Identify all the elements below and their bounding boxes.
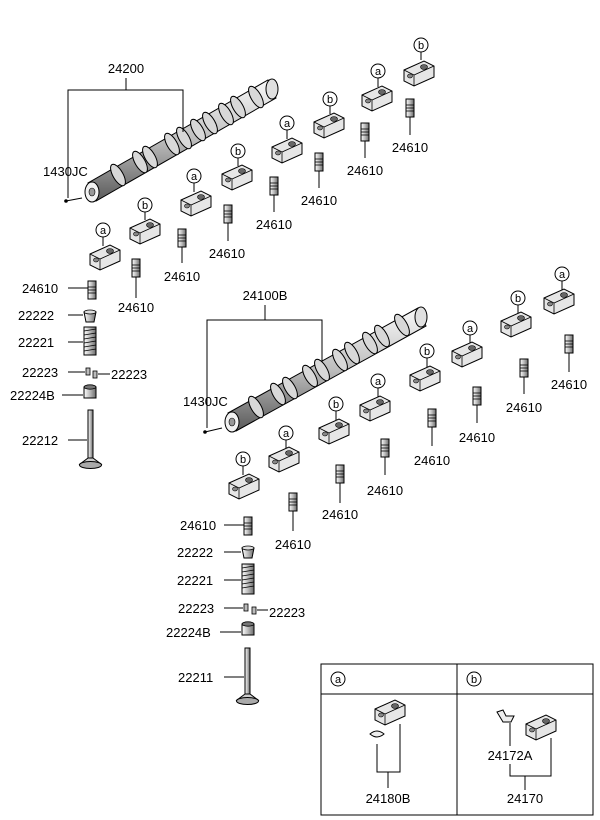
upper-rocker-label-8: 24610 [392, 140, 428, 155]
legend-b-clip [496, 709, 515, 723]
callout-b: b [515, 293, 521, 305]
lower-camshaft [224, 306, 428, 433]
upper-rocker-group-3: a 24610 [164, 168, 212, 284]
legend-a-label: 24180B [366, 791, 411, 806]
lower-rocker-group-7: b 24610 [500, 290, 542, 415]
lower-camshaft-label: 24100B [243, 288, 288, 303]
lower-keepers [243, 603, 257, 615]
lower-spring [241, 563, 255, 595]
upper-rocker-group-5: a 24610 [256, 115, 303, 232]
upper-seal [83, 384, 97, 399]
upper-spring [83, 326, 97, 356]
legend-box: a b 24180B 24172A 24170 [320, 663, 594, 816]
callout-a: a [375, 376, 382, 388]
upper-retainer-label: 22222 [18, 308, 54, 323]
lower-keeper-right-label: 22223 [269, 605, 305, 620]
lower-rocker-label-1: 24610 [180, 518, 216, 533]
callout-b: b [240, 454, 246, 466]
upper-camshaft-label: 24200 [108, 61, 144, 76]
lower-rocker-group-4: a 24610 [359, 373, 403, 498]
callout-b: b [235, 146, 241, 158]
lower-plug [203, 427, 223, 434]
upper-valve-label: 22212 [22, 433, 58, 448]
lower-rocker-label-5: 24610 [414, 453, 450, 468]
lower-rocker-label-4: 24610 [367, 483, 403, 498]
upper-seal-label: 22224B [10, 388, 55, 403]
lower-valve-label: 22211 [178, 670, 213, 685]
upper-rocker-label-7: 24610 [347, 163, 383, 178]
lower-plug-label: 1430JC [183, 394, 228, 409]
lower-rocker-label-7: 24610 [506, 400, 542, 415]
legend-callout-b: b [471, 674, 477, 686]
lower-rocker-group-1: b 24610 [180, 451, 260, 536]
upper-keeper-right-label: 22223 [111, 367, 147, 382]
lower-rocker-group-8: a 24610 [543, 266, 587, 392]
upper-keeper-left-label: 22223 [22, 365, 58, 380]
lower-spring-label: 22221 [177, 573, 213, 588]
lower-valve [235, 647, 260, 705]
upper-rocker-group-1: a 24610 [22, 222, 121, 300]
callout-b: b [418, 40, 424, 52]
callout-b: b [424, 346, 430, 358]
upper-rocker-label-2: 24610 [118, 300, 154, 315]
callout-a: a [467, 323, 474, 335]
upper-valve-stack: 22222 22221 22223 22223 22224B [10, 308, 147, 469]
callout-a: a [100, 225, 107, 237]
legend-a-clip [369, 730, 385, 738]
lower-rocker-group-3: b 24610 [318, 396, 358, 522]
lower-rocker-group-6: a 24610 [451, 320, 495, 445]
upper-spring-label: 22221 [18, 335, 54, 350]
upper-plug [64, 197, 83, 203]
upper-rocker-group-6: b 24610 [301, 91, 345, 208]
upper-rocker-group-7: a 24610 [347, 63, 393, 178]
upper-keepers [85, 367, 98, 379]
callout-a: a [375, 66, 382, 78]
upper-rocker-group-2: b 24610 [118, 197, 161, 315]
lower-rocker-group-2: a 24610 [268, 425, 311, 552]
upper-rocker-label-5: 24610 [256, 217, 292, 232]
upper-rocker-label-3: 24610 [164, 269, 200, 284]
callout-a: a [559, 269, 566, 281]
upper-rocker-label-4: 24610 [209, 246, 245, 261]
legend-b-outer-label: 24170 [507, 791, 543, 806]
upper-rocker-label-1: 24610 [22, 281, 58, 296]
upper-rocker-group-8: b 24610 [392, 37, 435, 155]
upper-valve [78, 409, 103, 469]
lower-rocker-label-3: 24610 [322, 507, 358, 522]
callout-a: a [284, 118, 291, 130]
upper-retainer [83, 309, 97, 323]
upper-camshaft [84, 78, 279, 203]
upper-rocker-group-4: b 24610 [209, 143, 253, 261]
callout-a: a [283, 428, 290, 440]
callout-b: b [142, 200, 148, 212]
lower-keeper-left-label: 22223 [178, 601, 214, 616]
lower-rocker-label-6: 24610 [459, 430, 495, 445]
lower-rocker-label-2: 24610 [275, 537, 311, 552]
lower-seal [241, 621, 255, 636]
lower-rocker-label-8: 24610 [551, 377, 587, 392]
legend-callout-a: a [335, 674, 342, 686]
upper-plug-label: 1430JC [43, 164, 88, 179]
lower-retainer [241, 545, 255, 559]
lower-seal-label: 22224B [166, 625, 211, 640]
upper-rocker-label-6: 24610 [301, 193, 337, 208]
callout-b: b [333, 399, 339, 411]
lower-retainer-label: 22222 [177, 545, 213, 560]
lower-valve-stack: 22222 22221 22223 22223 22224B [166, 545, 305, 705]
legend-b-inner-label: 24172A [488, 748, 533, 763]
callout-b: b [327, 94, 333, 106]
callout-a: a [191, 171, 198, 183]
lower-rocker-group-5: b 24610 [409, 343, 450, 468]
